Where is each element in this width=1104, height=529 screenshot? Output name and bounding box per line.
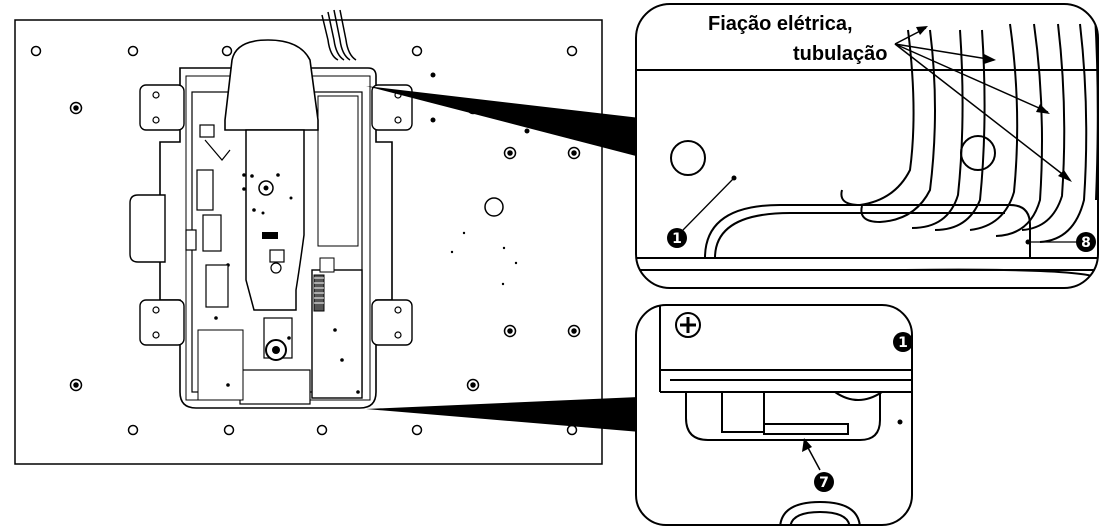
cables <box>321 9 357 61</box>
table-dots <box>430 72 530 286</box>
label-wiring-line2: tubulação <box>793 43 887 65</box>
callout-seven: 7 <box>814 472 834 492</box>
arrowheads <box>916 26 1072 182</box>
screw-icon <box>675 312 701 338</box>
machine-arm <box>245 129 305 311</box>
machine-head <box>224 39 319 131</box>
svg-text:1: 1 <box>672 231 682 247</box>
svg-text:7: 7 <box>819 475 829 491</box>
svg-text:1: 1 <box>898 335 908 351</box>
callout-eight: 8 <box>1076 232 1096 252</box>
zoom-leader-top <box>366 86 640 157</box>
left-mechanism <box>185 124 231 308</box>
table-top-view <box>14 9 603 465</box>
callout-one-top: 1 <box>667 228 687 248</box>
label-wiring-line1: Fiação elétrica, <box>708 13 853 35</box>
table-holes <box>30 45 581 436</box>
callout-one-bottom: 1 <box>893 332 913 352</box>
detail-inset-wiring: Fiação elétrica, tubulação 1 8 <box>635 3 1099 289</box>
base-flanges <box>129 84 413 346</box>
zoom-leader-bottom <box>366 397 640 432</box>
svg-text:8: 8 <box>1081 235 1091 251</box>
detail-inset-base: 1 7 <box>635 304 913 526</box>
gear <box>313 274 325 312</box>
